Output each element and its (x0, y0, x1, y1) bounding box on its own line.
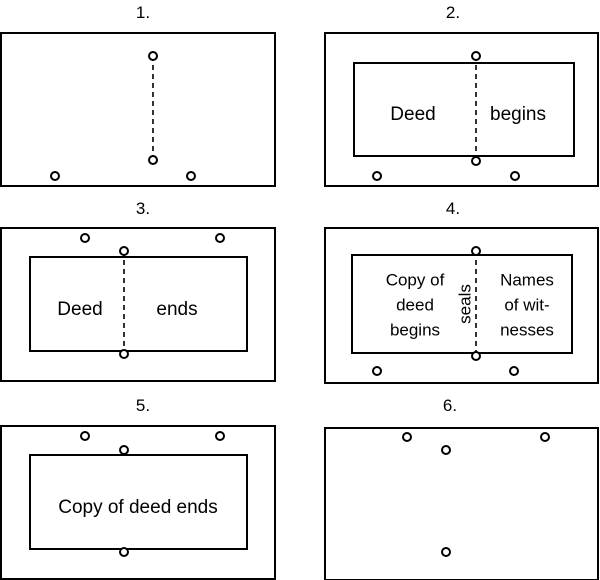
label-deed: Deed (390, 104, 435, 125)
folded-section-outline (353, 62, 575, 157)
folded-section-outline (29, 454, 248, 550)
hole-right-icon (509, 366, 519, 376)
label-seals: seals (455, 284, 474, 324)
panel-number-label: 5. (135, 396, 151, 415)
sheet-outline (324, 227, 599, 384)
hole-right-icon (186, 171, 196, 181)
sheet-outline (324, 427, 599, 580)
hole-bottom-center-icon (119, 547, 129, 557)
panel-number-label: 6. (442, 396, 458, 415)
panel-number-label: 2. (445, 3, 461, 22)
hole-top-right-icon (215, 233, 225, 243)
hole-top-right-icon (215, 431, 225, 441)
panel-canvas (0, 32, 276, 187)
hole-fold-top-icon (471, 246, 481, 256)
panel-canvas: Deed ends (0, 227, 276, 382)
label-ends: ends (156, 299, 197, 320)
hole-top-left-icon (80, 233, 90, 243)
hole-top-left-icon (80, 431, 90, 441)
hole-fold-top-icon (148, 51, 158, 61)
folded-section-outline (29, 256, 248, 352)
hole-left-icon (372, 171, 382, 181)
hole-bottom-center-icon (441, 547, 451, 557)
label-copy-of-deed-ends: Copy of deed ends (58, 497, 218, 518)
panel-number-label: 4. (445, 199, 461, 218)
label-deed: Deed (57, 299, 102, 320)
sheet-outline (324, 32, 599, 187)
hole-left-icon (372, 366, 382, 376)
label-names-of-witnesses-line3: nesses (500, 320, 554, 339)
sheet-outline (0, 32, 276, 187)
panel-canvas: Copy of deed begins seals Names of wit-nesses (324, 227, 599, 384)
diagram-panel: Deed begins (300, 30, 600, 195)
hole-fold-bottom-icon (119, 349, 129, 359)
diagram-panel: Copy of deed begins seals Names of wit-nesses (300, 226, 600, 386)
folded-section-outline (351, 254, 573, 354)
panel-number-label: 1. (135, 3, 151, 22)
panel-canvas (324, 427, 599, 580)
hole-top-center-icon (119, 445, 129, 455)
diagram-panel (0, 30, 300, 195)
hole-left-icon (50, 171, 60, 181)
diagram-panel: Deed ends (0, 226, 300, 386)
hole-top-right-icon (540, 432, 550, 442)
hole-fold-bottom-icon (148, 155, 158, 165)
diagram-panel (300, 424, 600, 580)
label-names-of-witnesses-line1: Names (500, 270, 554, 289)
panel-canvas: Deed begins (324, 32, 599, 187)
hole-top-left-icon (402, 432, 412, 442)
label-copy-of-deed-begins-line1: Copy of (386, 270, 445, 289)
hole-fold-top-icon (119, 246, 129, 256)
panel-number-label: 3. (135, 199, 151, 218)
panel-canvas: Copy of deed ends (0, 425, 276, 580)
label-copy-of-deed-begins-line2: deed (396, 295, 434, 314)
label-begins: begins (490, 104, 546, 125)
label-names-of-witnesses-line2: of wit- (504, 295, 549, 314)
sheet-outline (0, 425, 276, 580)
label-copy-of-deed-begins-line3: begins (390, 320, 440, 339)
diagram-panel: Copy of deed ends (0, 424, 300, 580)
hole-fold-bottom-icon (471, 156, 481, 166)
hole-fold-bottom-icon (471, 351, 481, 361)
hole-fold-top-icon (471, 51, 481, 61)
sheet-outline (0, 227, 276, 382)
hole-right-icon (510, 171, 520, 181)
hole-top-center-icon (441, 445, 451, 455)
